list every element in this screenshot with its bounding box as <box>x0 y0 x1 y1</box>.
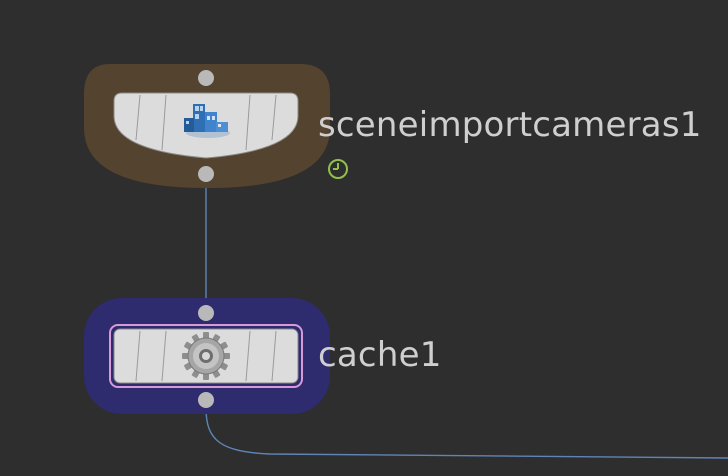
clock-icon <box>328 159 348 179</box>
node-cache1[interactable] <box>84 298 330 414</box>
node-body-texture <box>135 330 277 382</box>
output-connector-sceneimportcameras1[interactable] <box>198 166 214 182</box>
input-connector-sceneimportcameras1[interactable] <box>198 70 214 86</box>
node-name-cache1[interactable]: cache1 <box>318 335 442 375</box>
scene-import-icon <box>184 104 230 138</box>
gear-icon <box>182 332 230 380</box>
node-body-texture <box>135 94 277 151</box>
node-sceneimportcameras1[interactable] <box>84 64 330 188</box>
output-connector-cache1[interactable] <box>198 392 214 408</box>
wire-cache-output[interactable] <box>205 407 728 459</box>
input-connector-cache1[interactable] <box>198 305 214 321</box>
node-selection-outline-cache1 <box>109 324 303 388</box>
node-name-sceneimportcameras1[interactable]: sceneimportcameras1 <box>318 105 702 145</box>
